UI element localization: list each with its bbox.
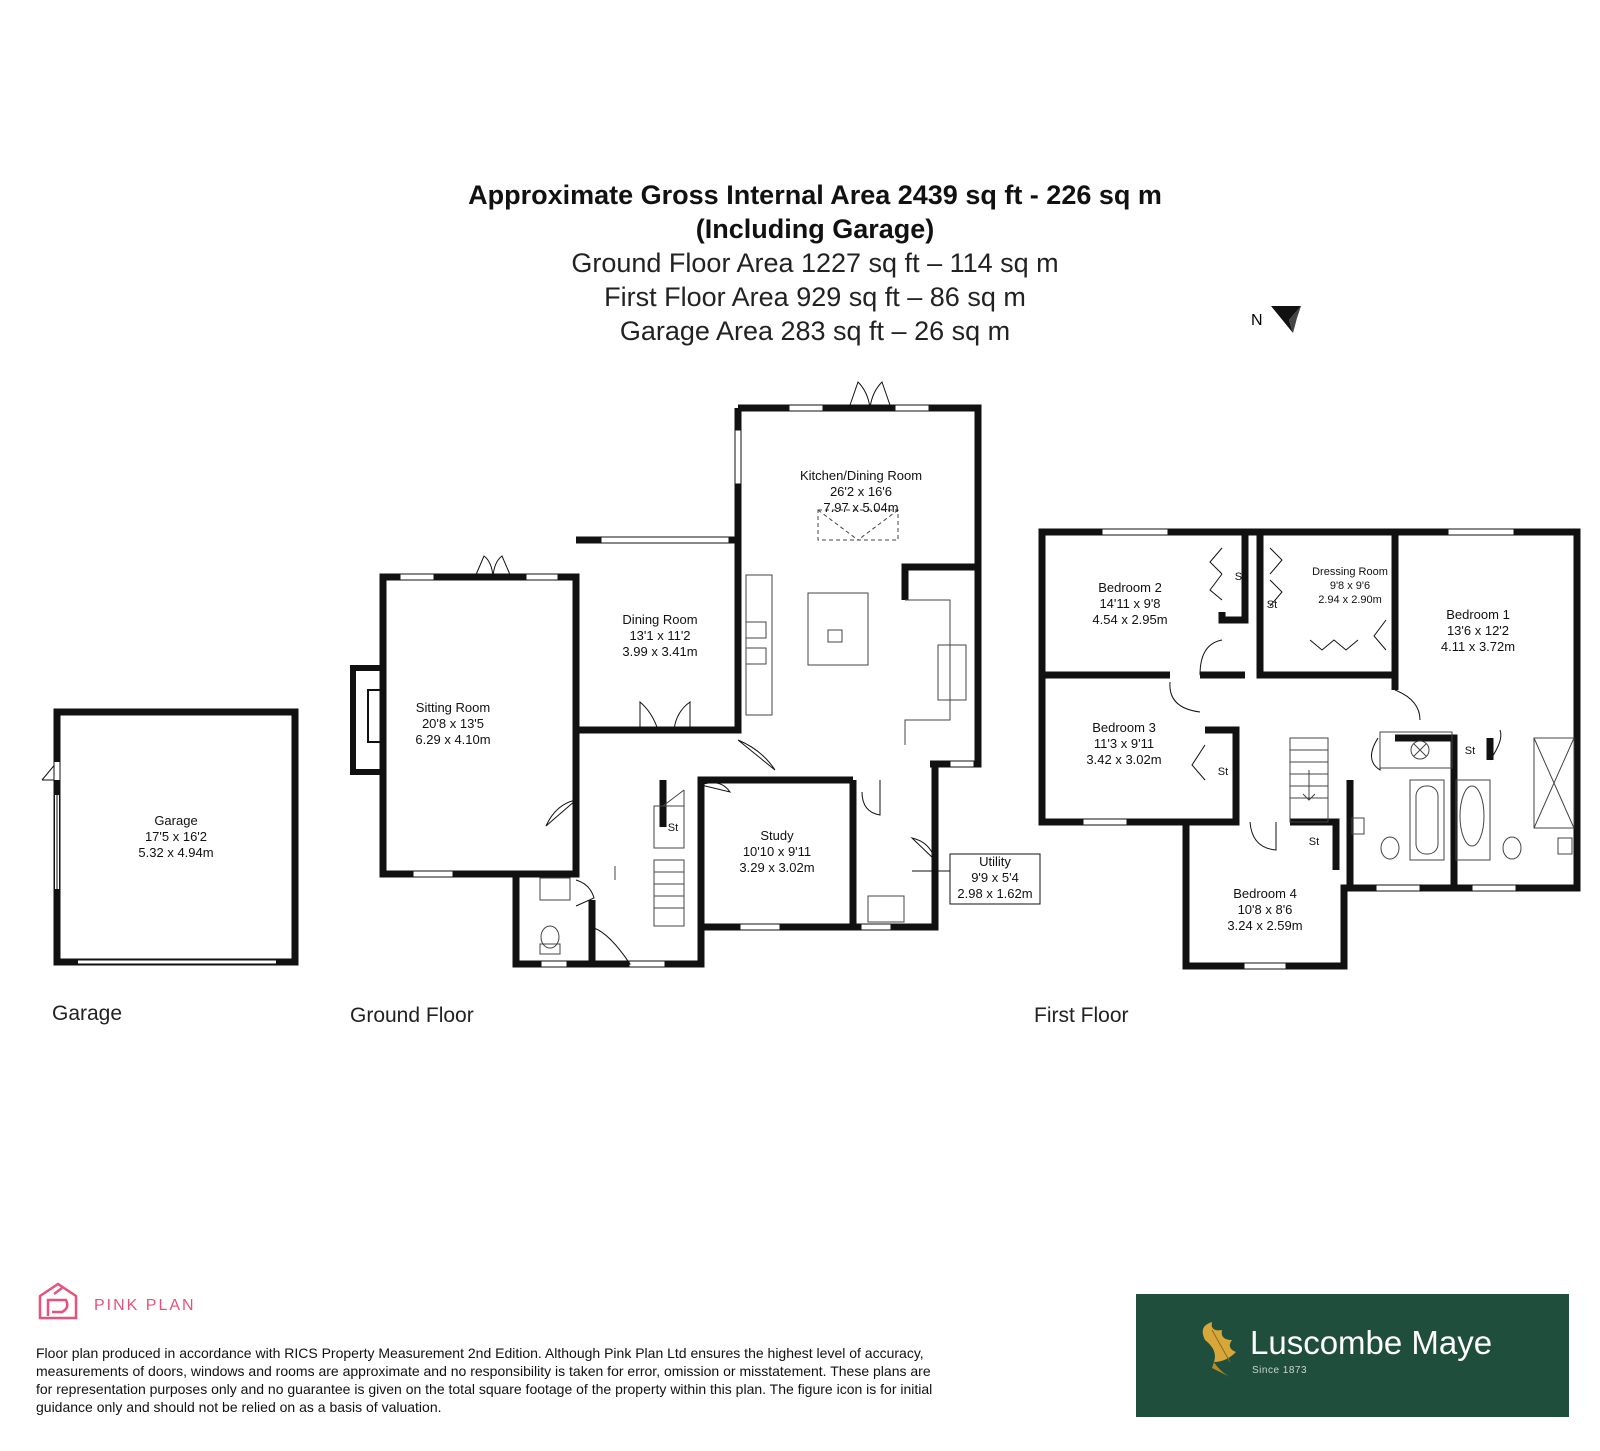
- north-arrow-icon: N: [1251, 306, 1301, 333]
- first-store-label-4: St: [1309, 836, 1319, 848]
- first-store-label-1: St: [1235, 571, 1245, 583]
- dressing-imperial: 9'8 x 9'6: [1330, 580, 1370, 592]
- pink-plan-logo-icon: [38, 1282, 78, 1320]
- bedroom3-name: Bedroom 3: [1092, 720, 1156, 735]
- garage-imperial: 17'5 x 16'2: [145, 829, 207, 844]
- garage-plan: Garage 17'5 x 16'2 5.32 x 4.94m: [41, 708, 299, 966]
- first-floor-area: First Floor Area 929 sq ft – 86 sq m: [604, 282, 1026, 312]
- disclaimer-text: Floor plan produced in accordance with R…: [36, 1345, 933, 1415]
- first-doors: [1169, 547, 1502, 851]
- first-floor-plan: [1038, 528, 1581, 970]
- oak-leaf-logo-icon: [1136, 1294, 1569, 1417]
- garage-metric: 5.32 x 4.94m: [138, 845, 213, 860]
- study-imperial: 10'10 x 9'11: [743, 844, 811, 859]
- agent-since: Since 1873: [1252, 1365, 1308, 1376]
- gross-area-subtitle: (Including Garage): [695, 214, 935, 244]
- garage-area: Garage Area 283 sq ft – 26 sq m: [619, 316, 1011, 346]
- dressing-metric: 2.94 x 2.90m: [1318, 594, 1382, 606]
- area-summary: Approximate Gross Internal Area 2439 sq …: [0, 178, 1600, 348]
- gross-area-title: Approximate Gross Internal Area 2439 sq …: [468, 180, 1162, 210]
- sitting-imperial: 20'8 x 13'5: [422, 716, 484, 731]
- utility-label-box: Utility 9'9 x 5'4 2.98 x 1.62m: [912, 853, 1041, 905]
- bedroom2-metric: 4.54 x 2.95m: [1092, 612, 1167, 627]
- ground-store-label: St: [668, 822, 678, 834]
- sitting-metric: 6.29 x 4.10m: [415, 732, 490, 747]
- bedroom4-metric: 3.24 x 2.59m: [1227, 918, 1302, 933]
- ground-fittings: [539, 509, 967, 955]
- study-metric: 3.29 x 3.02m: [739, 860, 814, 875]
- bedroom4-name: Bedroom 4: [1233, 886, 1297, 901]
- bedroom1-metric: 4.11 x 3.72m: [1441, 639, 1515, 654]
- first-windows: [1082, 528, 1517, 970]
- bedroom2-name: Bedroom 2: [1098, 580, 1162, 595]
- utility-name: Utility: [979, 854, 1011, 869]
- ground-windows: [399, 404, 975, 968]
- kitchen-name: Kitchen/Dining Room: [800, 468, 922, 483]
- sitting-name: Sitting Room: [416, 700, 490, 715]
- dining-name: Dining Room: [622, 612, 697, 627]
- agent-name: Luscombe Maye: [1250, 1324, 1493, 1361]
- utility-metric: 2.98 x 1.62m: [957, 886, 1032, 901]
- bedroom3-imperial: 11'3 x 9'11: [1094, 736, 1154, 751]
- first-store-label-2: St: [1267, 599, 1277, 611]
- utility-imperial: 9'9 x 5'4: [971, 870, 1019, 885]
- bedroom2-imperial: 14'11 x 9'8: [1099, 596, 1160, 611]
- bedroom3-metric: 3.42 x 3.02m: [1086, 752, 1161, 767]
- garage-floor-label: Garage: [52, 1002, 122, 1025]
- first-floor-label: First Floor: [1034, 1004, 1129, 1027]
- pink-plan-brand: PINK PLAN: [94, 1297, 196, 1314]
- bedroom1-name: Bedroom 1: [1446, 607, 1510, 622]
- dining-imperial: 13'1 x 11'2: [629, 628, 690, 643]
- bedroom1-imperial: 13'6 x 12'2: [1447, 623, 1509, 638]
- first-store-label-5: St: [1465, 745, 1475, 757]
- first-store-label-3: St: [1218, 766, 1228, 778]
- north-label: N: [1251, 312, 1263, 329]
- bedroom4-imperial: 10'8 x 8'6: [1238, 902, 1293, 917]
- ground-doors: [474, 381, 936, 965]
- ground-floor-area: Ground Floor Area 1227 sq ft – 114 sq m: [571, 248, 1059, 278]
- dressing-name: Dressing Room: [1312, 566, 1388, 578]
- ground-floor-label: Ground Floor: [350, 1004, 474, 1027]
- first-fittings: [1289, 731, 1575, 861]
- study-name: Study: [760, 828, 794, 843]
- dining-metric: 3.99 x 3.41m: [622, 644, 697, 659]
- garage-name: Garage: [154, 813, 197, 828]
- kitchen-metric: 7.97 x 5.04m: [823, 500, 898, 515]
- kitchen-imperial: 26'2 x 16'6: [830, 484, 892, 499]
